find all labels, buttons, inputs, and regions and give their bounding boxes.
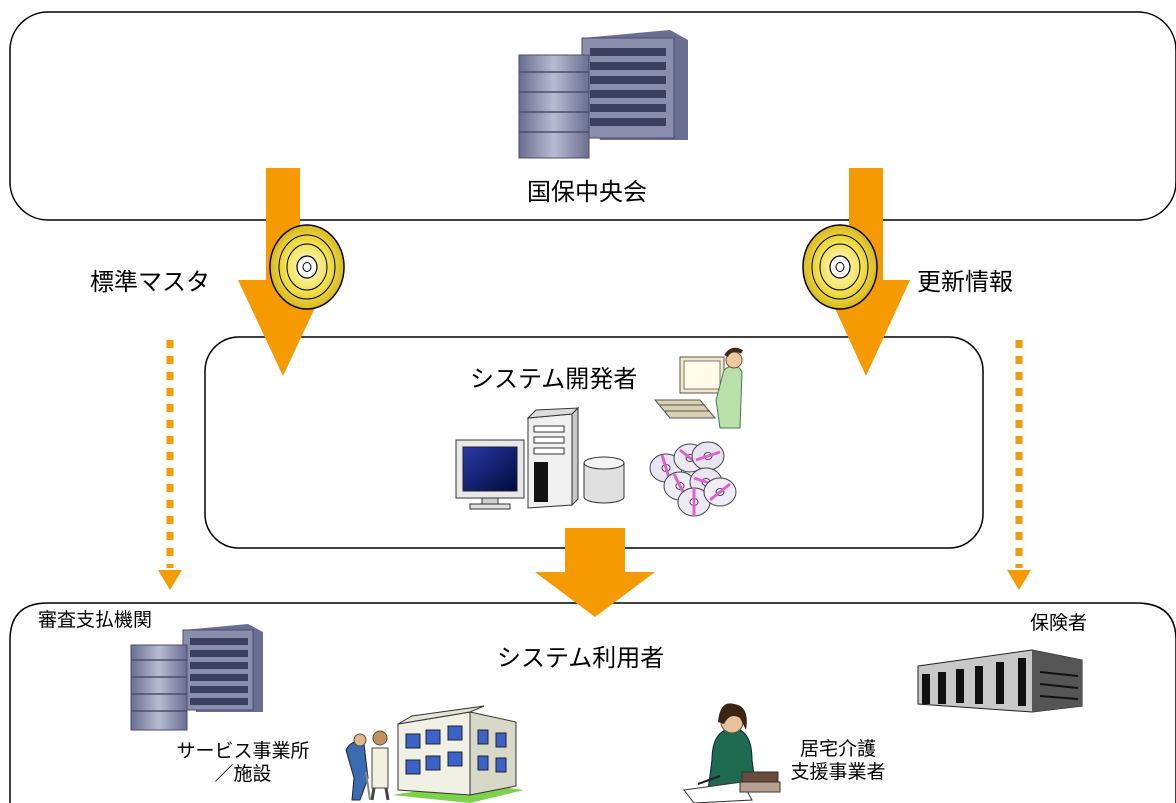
monitor-icon: [455, 439, 525, 510]
government-building-icon: [917, 649, 1083, 713]
service-provider-label: サービス事業所 ／施設: [168, 740, 318, 786]
database-icon: [583, 456, 625, 504]
right-flow-label: 更新情報: [917, 268, 1013, 296]
cd-disc-icon: [269, 224, 345, 310]
left-dotted-arrow: [158, 340, 182, 590]
care-support-line1: 居宅介護: [799, 738, 876, 760]
insurer-label: 保険者: [1030, 612, 1088, 634]
center-down-arrow: [535, 528, 655, 617]
caregiver-icon: [345, 730, 390, 801]
developer-label: システム開発者: [470, 365, 638, 393]
central-label: 国保中央会: [527, 178, 647, 206]
service-provider-line1: サービス事業所: [176, 740, 310, 762]
care-support-line2: 支援事業者: [790, 760, 886, 783]
left-flow-label: 標準マスタ: [90, 268, 210, 296]
server-tower-icon: [526, 406, 580, 509]
computer-user-icon: [653, 347, 744, 429]
users-label: システム利用者: [497, 644, 665, 672]
review-org-label: 審査支払機関: [38, 609, 153, 631]
care-manager-icon: [683, 703, 781, 803]
service-provider-line2: ／施設: [214, 762, 272, 785]
right-dotted-arrow: [1007, 340, 1031, 590]
office-building-icon: [130, 624, 263, 731]
school-building-icon: [392, 705, 524, 803]
office-building-icon: [518, 30, 688, 159]
care-support-label: 居宅介護 支援事業者: [782, 738, 894, 784]
cd-stack-icon: [649, 441, 737, 517]
cd-disc-icon: [802, 224, 878, 310]
